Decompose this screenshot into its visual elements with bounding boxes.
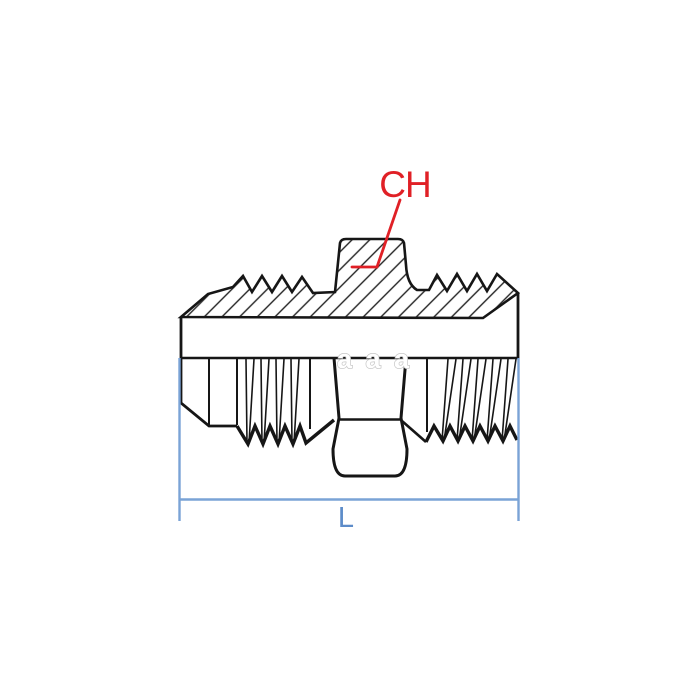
hex-nut-outline <box>331 357 409 478</box>
length-label: L <box>338 502 354 534</box>
ch-label: CH <box>379 164 430 205</box>
left-thread-crest-zigzag <box>235 418 336 449</box>
right-thread-crest-zigzag <box>424 422 519 445</box>
ch-leader-line <box>350 198 402 269</box>
sectioned-body-outline <box>177 237 521 320</box>
watermark-text: a a a <box>337 344 412 374</box>
right-cone-transition <box>401 420 427 443</box>
ch-annotation: CH <box>350 164 432 269</box>
left-end-outline <box>179 317 237 428</box>
external-view-lower <box>179 317 519 478</box>
section-view-upper <box>177 237 521 358</box>
right-thread-flank-lines <box>441 358 517 442</box>
left-thread-flank-lines <box>245 358 300 444</box>
length-dimension <box>178 358 520 521</box>
